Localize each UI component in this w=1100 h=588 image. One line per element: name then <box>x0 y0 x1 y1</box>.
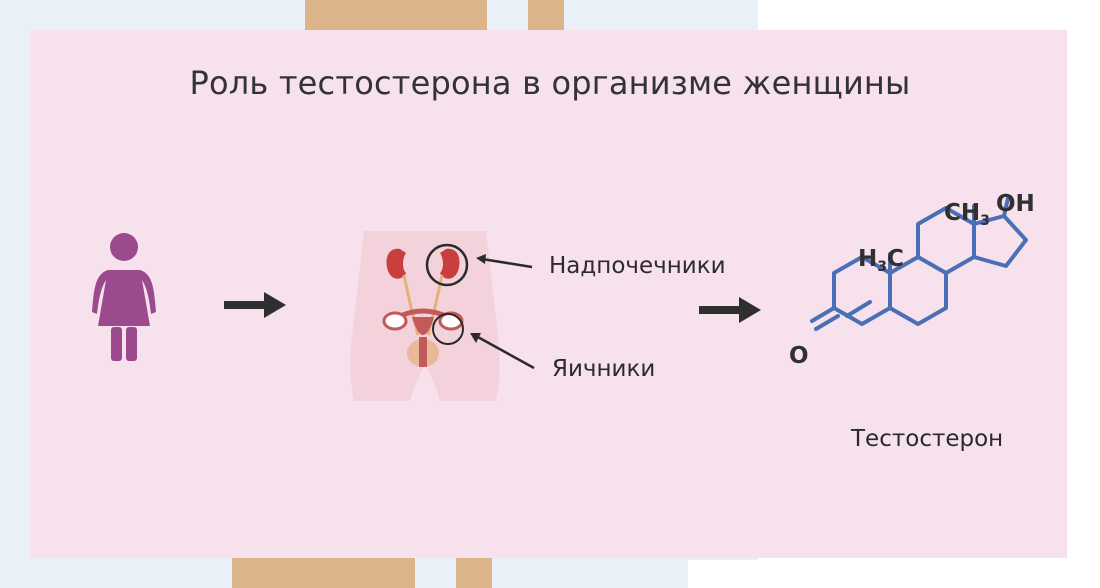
page-title: Роль тестостерона в организме женщины <box>189 64 911 102</box>
formula-ketone-oxygen: O <box>789 343 809 369</box>
accent-strip-top-2 <box>528 0 564 30</box>
female-anatomy-icon <box>350 231 500 401</box>
label-adrenals: Надпочечники <box>549 253 726 279</box>
label-testosterone: Тестостерон <box>851 426 1004 452</box>
formula-methyl-b: H3C <box>858 246 904 275</box>
background-corner <box>688 560 1100 588</box>
accent-strip-bottom-1 <box>232 558 415 588</box>
accent-strip-bottom-2 <box>456 558 492 588</box>
woman-icon <box>92 233 156 361</box>
diagram-card <box>30 30 1067 558</box>
accent-strip-top-1 <box>305 0 487 30</box>
formula-methyl-a: CH3 <box>944 200 990 229</box>
arrow-right-icon <box>699 297 761 323</box>
label-ovaries: Яичники <box>552 356 656 382</box>
formula-hydroxyl: OH <box>996 191 1035 217</box>
arrow-right-icon <box>224 292 286 318</box>
pointer-lines <box>470 254 535 370</box>
testosterone-molecule-icon <box>810 196 1028 331</box>
